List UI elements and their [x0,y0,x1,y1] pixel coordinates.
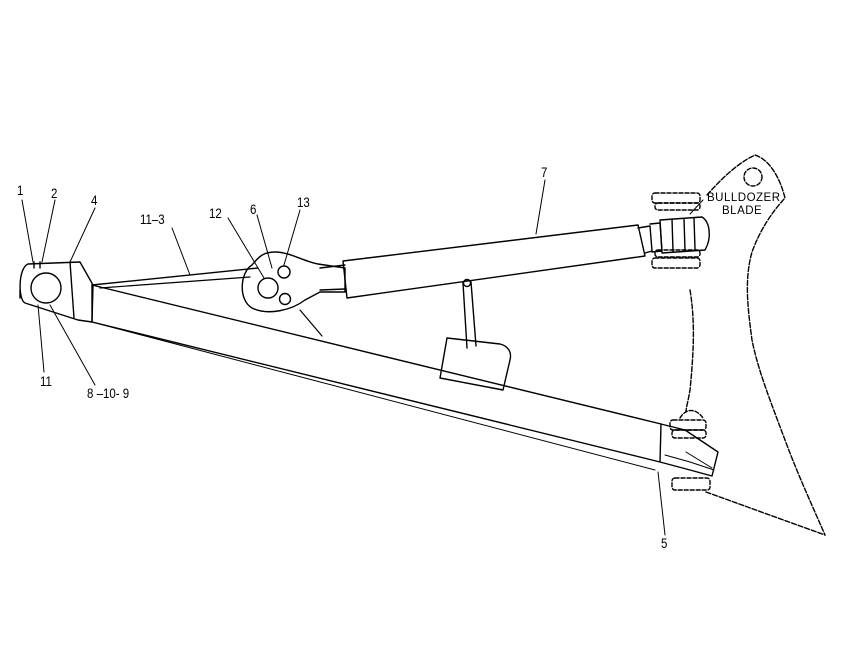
callout-11-3: 11–3 [140,211,165,227]
callout-4: 4 [91,192,98,208]
callout-8-10-9: 8 –10- 9 [87,385,130,401]
blade-outline [685,154,826,536]
blade-label-line1: BULLDOZER [707,192,781,204]
callout-1: 1 [17,182,24,198]
tilt-cylinder [319,216,710,299]
blade-label-line2: BLADE [722,205,763,217]
callout-12: 12 [209,205,222,221]
callout-11: 11 [40,373,52,389]
callout-7: 7 [541,164,548,180]
center-strut [439,278,512,391]
callout-5: 5 [661,535,668,551]
callout-13: 13 [297,194,310,210]
brace-clevis [241,251,346,313]
brace-rod [91,267,259,289]
diagonal-brace [299,309,323,337]
ball-joint-end [19,261,94,323]
callout-6: 6 [250,201,257,217]
push-arm [91,284,719,477]
trunnion-pads [651,192,711,491]
leader-lines [21,179,704,536]
callout-2: 2 [51,185,58,201]
